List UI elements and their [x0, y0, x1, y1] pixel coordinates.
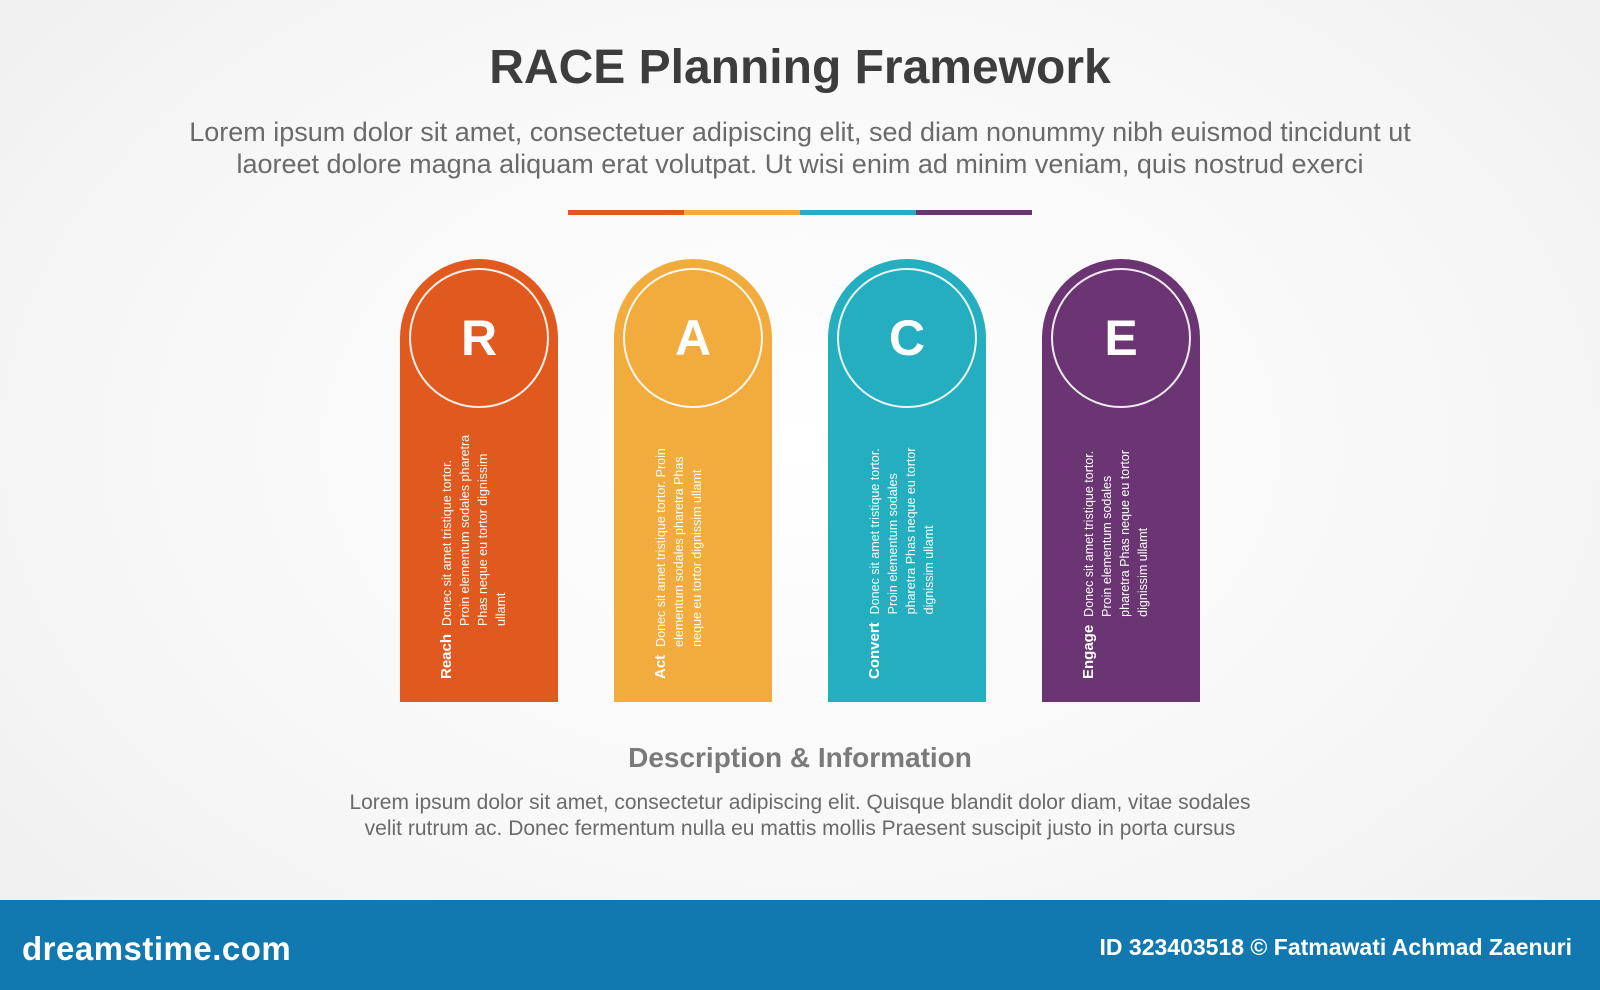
card-body-engage: Donec sit amet tristique tortor. Proin e…: [1082, 450, 1150, 617]
card-label-act: Act: [652, 654, 669, 679]
page-subtitle: Lorem ipsum dolor sit amet, consectetuer…: [110, 116, 1490, 180]
card-text-engage: Engage Donec sit amet tristique tortor. …: [1080, 429, 1188, 679]
image-credit: ID 323403518 © Fatmawati Achmad Zaenuri: [1099, 934, 1572, 960]
divider-segment-engage: [916, 210, 1032, 215]
subtitle-line-1: Lorem ipsum dolor sit amet, consectetuer…: [189, 117, 1411, 147]
card-text-convert: Convert Donec sit amet tristique tortor.…: [866, 429, 974, 679]
card-label-convert: Convert: [866, 622, 883, 679]
card-body-reach: Donec sit amet tristique tortor. Proin e…: [440, 434, 508, 626]
letter-circle-act: A: [623, 268, 763, 408]
card-label-engage: Engage: [1080, 624, 1097, 679]
footer-bar: dreamstime.com ID 323403518 © Fatmawati …: [0, 900, 1600, 990]
color-divider: [568, 210, 1032, 215]
letter-circle-engage: E: [1051, 268, 1191, 408]
card-label-reach: Reach: [438, 633, 455, 679]
description-line-2: velit rutrum ac. Donec fermentum nulla e…: [364, 817, 1236, 840]
card-text-act: Act Donec sit amet tristique tortor. Pro…: [652, 429, 760, 679]
card-reach: R Reach Donec sit amet tristique tortor.…: [400, 259, 558, 702]
description-title: Description & Information: [628, 742, 972, 773]
card-convert: C Convert Donec sit amet tristique torto…: [828, 259, 986, 702]
page-title: RACE Planning Framework: [489, 41, 1111, 94]
description-line-1: Lorem ipsum dolor sit amet, consectetur …: [349, 791, 1251, 814]
subtitle-line-2: laoreet dolore magna aliquam erat volutp…: [236, 149, 1364, 179]
letter-circle-convert: C: [837, 268, 977, 408]
description-body: Lorem ipsum dolor sit amet, consectetur …: [260, 790, 1340, 842]
divider-segment-convert: [800, 210, 916, 215]
brand-logo-text[interactable]: dreamstime.com: [22, 930, 292, 967]
letter-circle-reach: R: [409, 268, 549, 408]
card-body-convert: Donec sit amet tristique tortor. Proin e…: [868, 447, 936, 615]
card-body-act: Donec sit amet tristique tortor. Proin e…: [654, 448, 704, 647]
divider-segment-reach: [568, 210, 684, 215]
card-text-reach: Reach Donec sit amet tristique tortor. P…: [438, 429, 546, 679]
divider-segment-act: [684, 210, 800, 215]
card-act: A Act Donec sit amet tristique tortor. P…: [614, 259, 772, 702]
card-engage: E Engage Donec sit amet tristique tortor…: [1042, 259, 1200, 702]
